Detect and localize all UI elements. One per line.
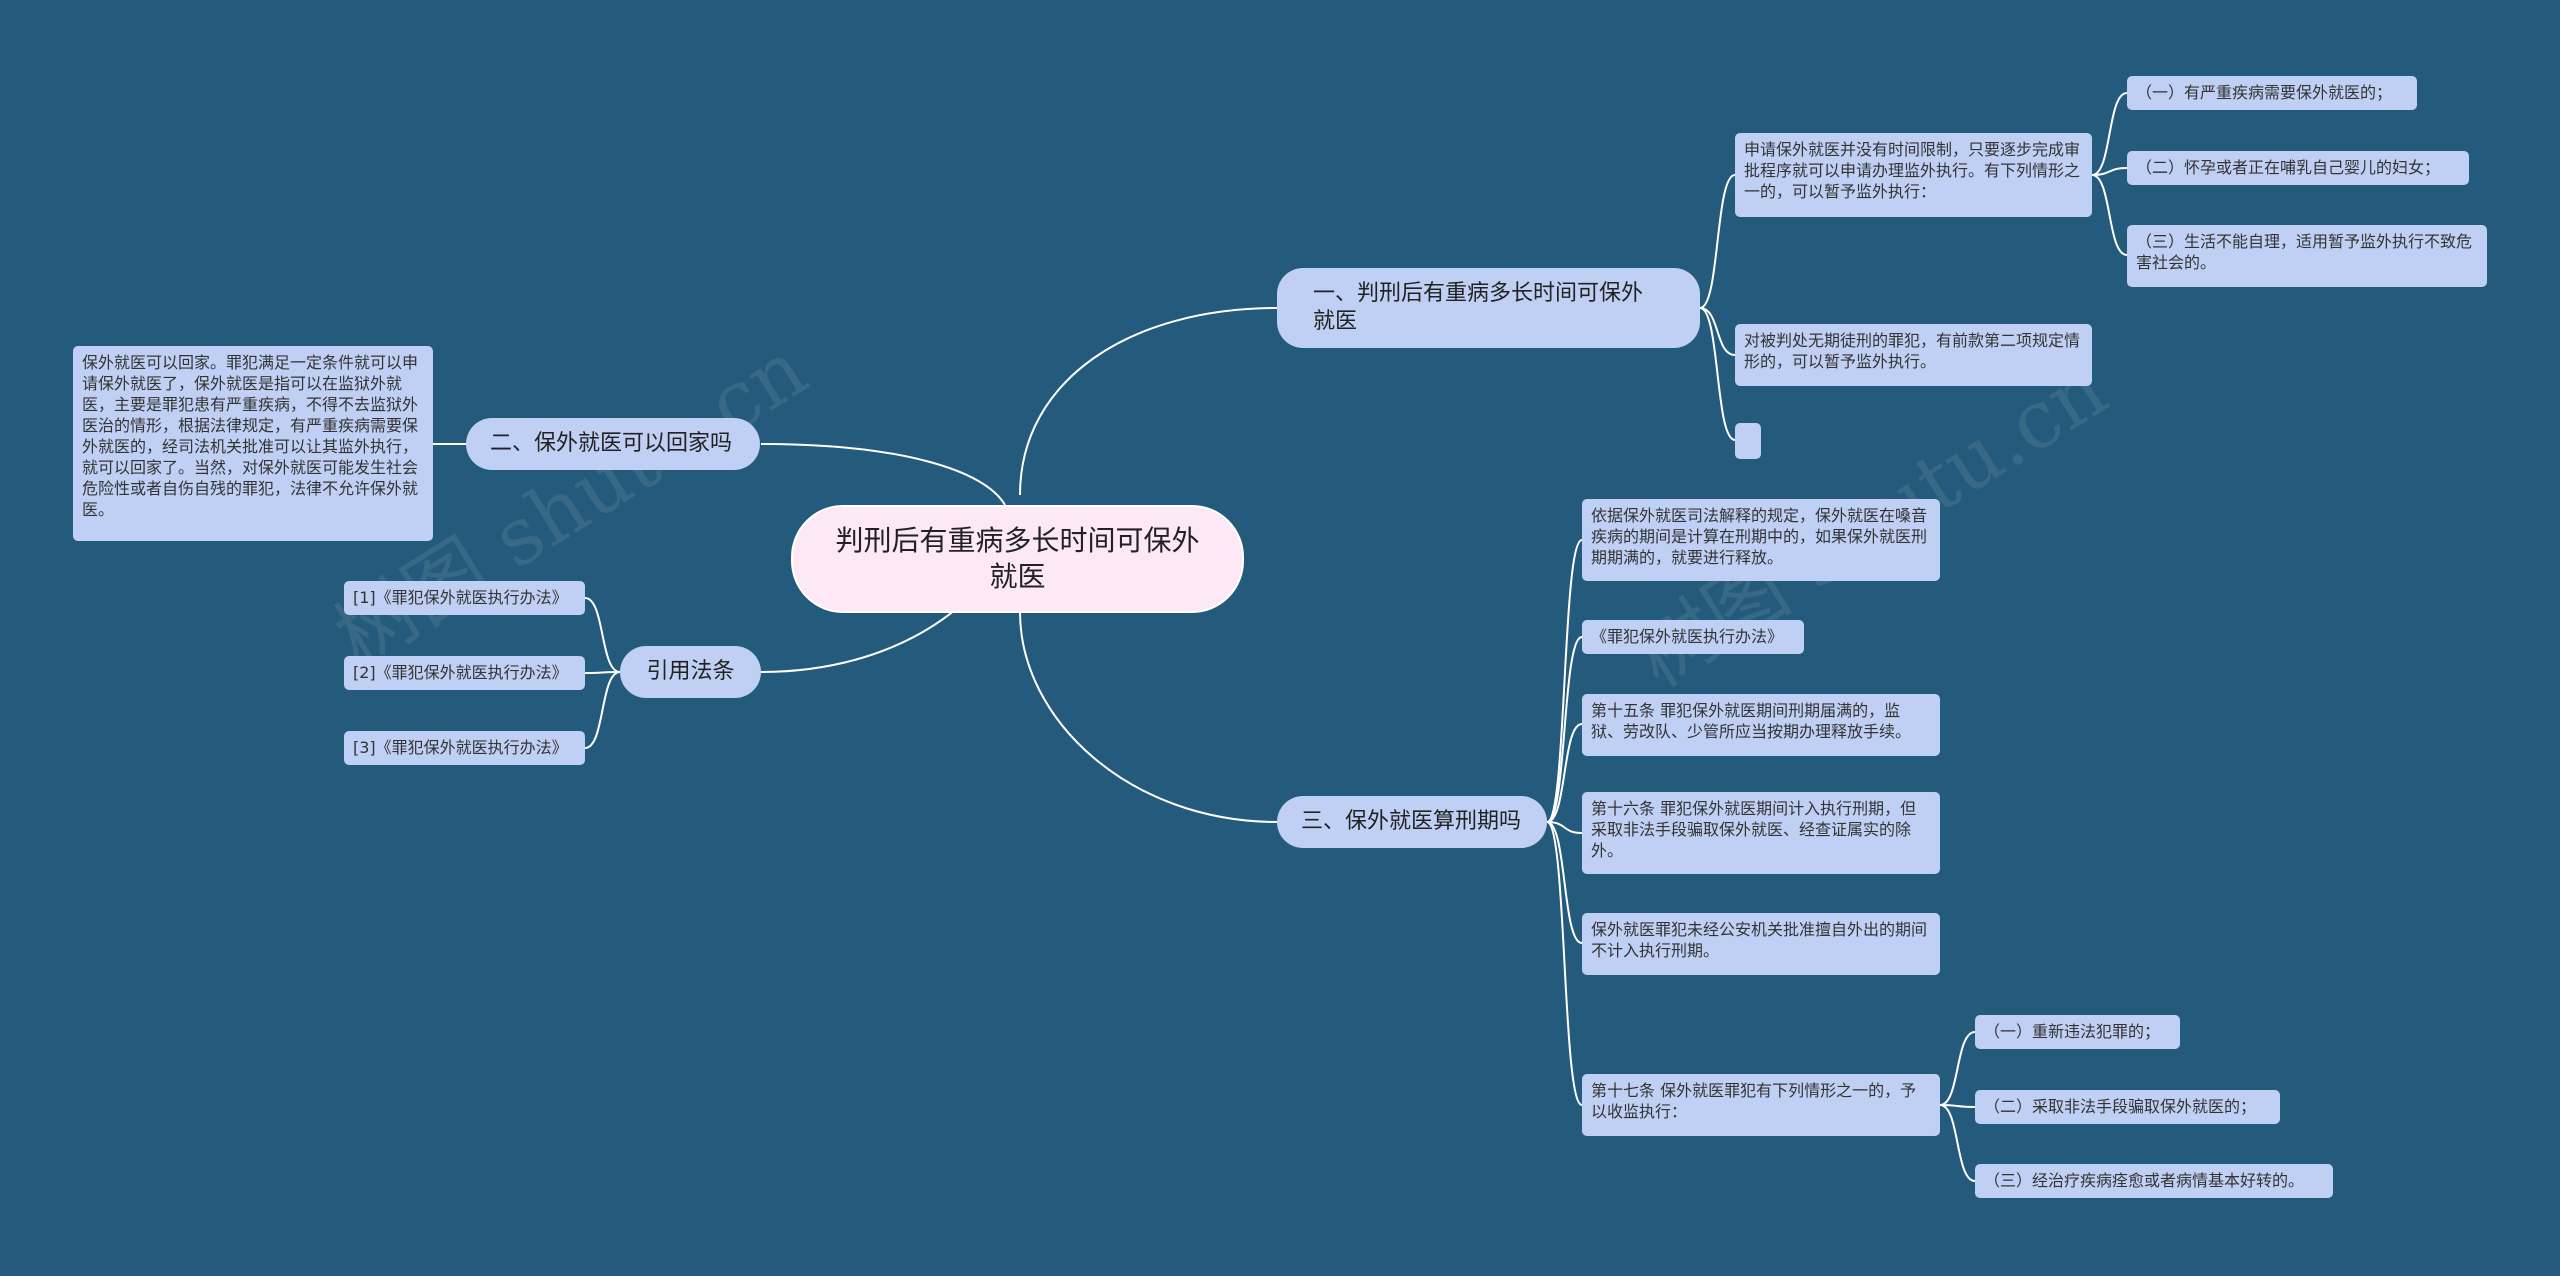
branch1-no-time-limit[interactable]: 申请保外就医并没有时间限制，只要逐步完成审批程序就可以申请办理监外执行。有下列情… xyxy=(1735,133,2092,217)
branch1-item-2[interactable]: （二）怀孕或者正在哺乳自己婴儿的妇女； xyxy=(2127,151,2469,185)
branch-counts-as-sentence[interactable]: 三、保外就医算刑期吗 xyxy=(1277,796,1547,848)
branch1-item-3[interactable]: （三）生活不能自理，适用暂予监外执行不致危害社会的。 xyxy=(2127,225,2487,287)
branch4-regulation-title[interactable]: 《罪犯保外就医执行办法》 xyxy=(1582,620,1804,654)
branch1-item-1[interactable]: （一）有严重疾病需要保外就医的； xyxy=(2127,76,2417,110)
branch-sentencing-illness-duration[interactable]: 一、判刑后有重病多长时间可保外就医 xyxy=(1277,268,1700,348)
branch4-article-15[interactable]: 第十五条 罪犯保外就医期间刑期届满的，监狱、劳改队、少管所应当按期办理释放手续。 xyxy=(1582,694,1940,756)
branch-cited-laws[interactable]: 引用法条 xyxy=(620,646,761,698)
citation-2[interactable]: [2]《罪犯保外就医执行办法》 xyxy=(344,656,585,690)
citation-3[interactable]: [3]《罪犯保外就医执行办法》 xyxy=(344,731,585,765)
branch1-empty-node[interactable] xyxy=(1735,423,1761,459)
branch4-unauthorized-absence[interactable]: 保外就医罪犯未经公安机关批准擅自外出的期间不计入执行刑期。 xyxy=(1582,913,1940,975)
branch4-article-16[interactable]: 第十六条 罪犯保外就医期间计入执行刑期，但采取非法手段骗取保外就医、经查证属实的… xyxy=(1582,792,1940,874)
branch2-explanation[interactable]: 保外就医可以回家。罪犯满足一定条件就可以申请保外就医了，保外就医是指可以在监狱外… xyxy=(73,346,433,541)
branch4-item-3[interactable]: （三）经治疗疾病痊愈或者病情基本好转的。 xyxy=(1975,1164,2333,1198)
branch-can-go-home[interactable]: 二、保外就医可以回家吗 xyxy=(466,418,760,470)
citation-1[interactable]: [1]《罪犯保外就医执行办法》 xyxy=(344,581,585,615)
branch1-life-sentence[interactable]: 对被判处无期徒刑的罪犯，有前款第二项规定情形的，可以暂予监外执行。 xyxy=(1735,324,2092,386)
branch4-judicial-interpretation[interactable]: 依据保外就医司法解释的规定，保外就医在嗓音疾病的期间是计算在刑期中的，如果保外就… xyxy=(1582,499,1940,581)
root-topic[interactable]: 判刑后有重病多长时间可保外就医 xyxy=(791,505,1244,613)
branch4-item-1[interactable]: （一）重新违法犯罪的； xyxy=(1975,1015,2180,1049)
branch4-article-17[interactable]: 第十七条 保外就医罪犯有下列情形之一的，予以收监执行： xyxy=(1582,1074,1940,1136)
branch4-item-2[interactable]: （二）采取非法手段骗取保外就医的； xyxy=(1975,1090,2280,1124)
